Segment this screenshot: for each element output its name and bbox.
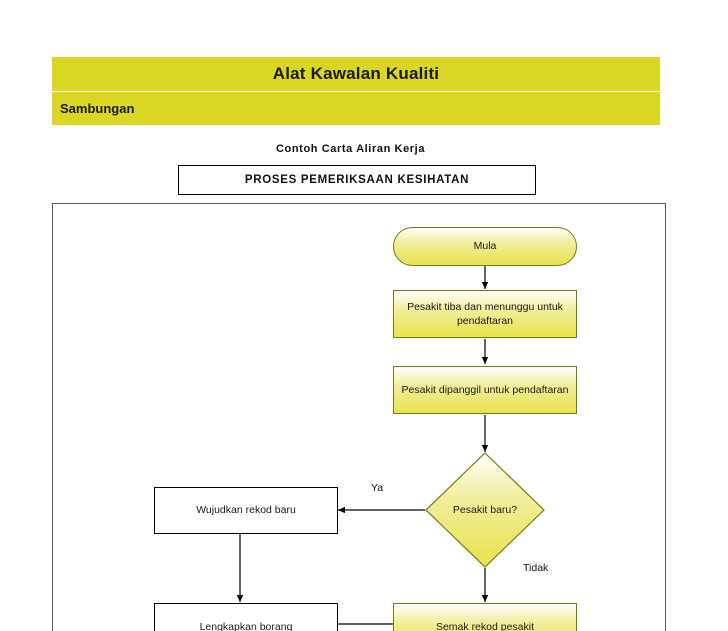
flow-node-pesakit-baru[interactable]: Pesakit baru? xyxy=(425,452,545,568)
flow-node-label: Semak rekod pesakit xyxy=(435,620,535,631)
flowchart-canvas: Mula Pesakit tiba dan menunggu untuk pen… xyxy=(53,204,665,631)
flowchart-frame: Mula Pesakit tiba dan menunggu untuk pen… xyxy=(52,203,666,631)
flow-node-pesakit-tiba[interactable]: Pesakit tiba dan menunggu untuk pendafta… xyxy=(393,290,577,338)
flow-node-label: Pesakit dipanggil untuk pendaftaran xyxy=(401,383,569,396)
flow-node-wujudkan-rekod-baru[interactable]: Wujudkan rekod baru xyxy=(154,487,338,534)
edge-label-tidak: Tidak xyxy=(523,562,549,574)
flow-node-label: Lengkapkan borang xyxy=(199,620,293,631)
page-title: Alat Kawalan Kualiti xyxy=(272,64,440,83)
flow-node-pesakit-dipanggil[interactable]: Pesakit dipanggil untuk pendaftaran xyxy=(393,366,577,414)
diamond-shape xyxy=(425,452,545,568)
process-title: PROSES PEMERIKSAAN KESIHATAN xyxy=(244,174,470,186)
page-title-bar: Alat Kawalan Kualiti xyxy=(52,57,660,91)
edge-label-ya: Ya xyxy=(371,482,384,494)
process-title-box: PROSES PEMERIKSAAN KESIHATAN xyxy=(178,165,536,195)
flow-node-mula[interactable]: Mula xyxy=(393,227,577,266)
flow-node-label: Pesakit baru? xyxy=(452,503,518,516)
page-subtitle-bar: Sambungan xyxy=(52,92,660,125)
page-subtitle: Sambungan xyxy=(60,101,135,116)
figure-caption: Contoh Carta Aliran Kerja xyxy=(276,143,426,155)
flow-node-semak-rekod-pesakit[interactable]: Semak rekod pesakit xyxy=(393,603,577,631)
flow-node-label: Mula xyxy=(473,240,497,253)
flow-node-label: Wujudkan rekod baru xyxy=(196,504,296,517)
flow-node-lengkapkan-borang[interactable]: Lengkapkan borang xyxy=(154,603,338,631)
flow-node-label: Pesakit tiba dan menunggu untuk pendafta… xyxy=(407,300,563,327)
flowchart-connectors xyxy=(236,266,489,625)
